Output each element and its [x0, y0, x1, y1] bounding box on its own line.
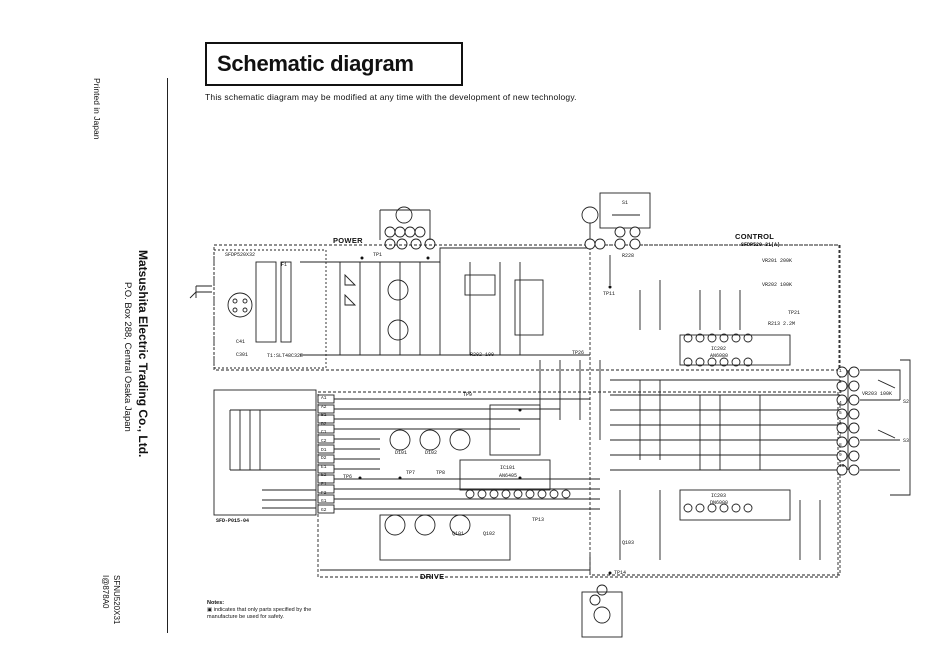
control-terminal-1: 1	[839, 369, 842, 374]
margin-rule	[167, 78, 168, 633]
tp8-label: TP8	[436, 470, 446, 476]
tp14-label: TP14	[614, 570, 627, 576]
notes-line-1: ▣ indicates that only parts specified by…	[207, 607, 312, 613]
power-board-frame	[213, 249, 327, 369]
control-label: CONTROL	[735, 232, 775, 241]
drive-terminal-b2: B2	[321, 421, 327, 427]
drive-terminal-c1: C1	[321, 430, 327, 436]
notes-line-2: manufacture be used for safety.	[207, 614, 284, 620]
page-subtitle: This schematic diagram may be modified a…	[205, 92, 577, 102]
drive-terminal-g2: G2	[321, 507, 327, 513]
drive-terminal-d2: D2	[321, 456, 327, 462]
ic203-name: IC203	[711, 493, 727, 499]
control-terminal-6: 6	[839, 421, 842, 427]
tp1-label: TP1	[373, 252, 383, 258]
drive-terminal-a1: A1	[321, 396, 327, 401]
notes-title: Notes:	[207, 600, 225, 606]
vr202-label: VR202 100K	[762, 282, 793, 288]
notes-block: Notes: ▣ indicates that only parts speci…	[207, 600, 311, 621]
drive-terminal-d1: D1	[321, 447, 327, 453]
title-box: Schematic diagram	[205, 42, 463, 86]
drive-label: DRIVE	[420, 572, 445, 581]
tp9-label: TP9	[463, 392, 473, 398]
power-section-frame	[213, 244, 840, 371]
ic202-part: AN6080	[710, 353, 729, 359]
c41-label: C41	[236, 339, 246, 345]
transformer-label: T1:SLT48C32E	[267, 353, 304, 359]
tp7-label: TP7	[406, 470, 416, 476]
d102-label: D102	[425, 450, 438, 456]
tp6-label: TP6	[343, 474, 353, 480]
switch-s2-label: S2	[903, 399, 910, 405]
drive-terminal-a2: A2	[321, 404, 327, 410]
drive-terminal-e1: E1	[321, 464, 327, 470]
drive-board-frame	[213, 389, 317, 516]
drive-terminal-e2: E2	[321, 473, 327, 479]
vr201-label: VR201 200K	[762, 258, 793, 264]
ic203-body	[679, 489, 791, 521]
r213-label: R213 2.2M	[768, 321, 796, 327]
power-connector	[227, 292, 253, 318]
c301-label: C301	[236, 352, 249, 358]
r228-label: R228	[622, 253, 635, 259]
control-terminal-10: 10	[839, 463, 845, 469]
tp26-label: TP26	[572, 350, 585, 356]
vr203-label: VR203 100K	[862, 391, 893, 397]
switch-s1-label: S1	[622, 200, 629, 206]
control-terminal-7: 7	[839, 432, 842, 437]
drive-terminal-c2: C2	[321, 439, 327, 444]
drive-terminal-f2: F2	[321, 490, 327, 496]
ic101-part: AN6405	[499, 473, 518, 479]
control-board-id: SFDP520-31(A)	[741, 242, 781, 248]
power-board-id: SFDP520X32	[225, 252, 256, 258]
drive-terminal-b1: B1	[321, 413, 327, 419]
ic202-body	[679, 334, 791, 366]
drive-board-id: SFD-P015-04	[216, 518, 250, 524]
switch-s3-label: S3	[903, 438, 910, 444]
control-terminal-2: 2	[839, 379, 842, 385]
fuse-label: F1	[281, 262, 288, 268]
drive-section-frame	[317, 391, 839, 578]
control-terminal-4: 4	[839, 400, 842, 406]
transformer-secondary	[280, 261, 292, 343]
tp13-label: TP13	[532, 517, 545, 523]
control-terminal-5: 5	[839, 411, 842, 416]
control-terminal-3: 3	[839, 390, 842, 395]
ic101-name: IC101	[500, 465, 516, 471]
drive-terminal-f1: F1	[321, 482, 327, 487]
r202-label: R202 100	[470, 352, 495, 358]
transformer-body	[255, 261, 277, 343]
page-title: Schematic diagram	[217, 51, 414, 76]
tp21-label: TP21	[788, 310, 801, 316]
d101-label: D101	[395, 450, 408, 456]
ic203-part: DN6000	[710, 500, 729, 506]
ic202-name: IC202	[711, 346, 727, 352]
tp11-label: TP11	[603, 291, 616, 297]
control-terminal-9: 9	[839, 453, 842, 458]
drive-terminal-g1: G1	[321, 499, 327, 505]
q102-label: Q102	[483, 531, 496, 537]
q103-label: Q103	[622, 540, 635, 546]
control-terminal-8: 8	[839, 442, 842, 448]
q101-label: Q101	[452, 531, 465, 537]
power-label: POWER	[333, 236, 363, 245]
